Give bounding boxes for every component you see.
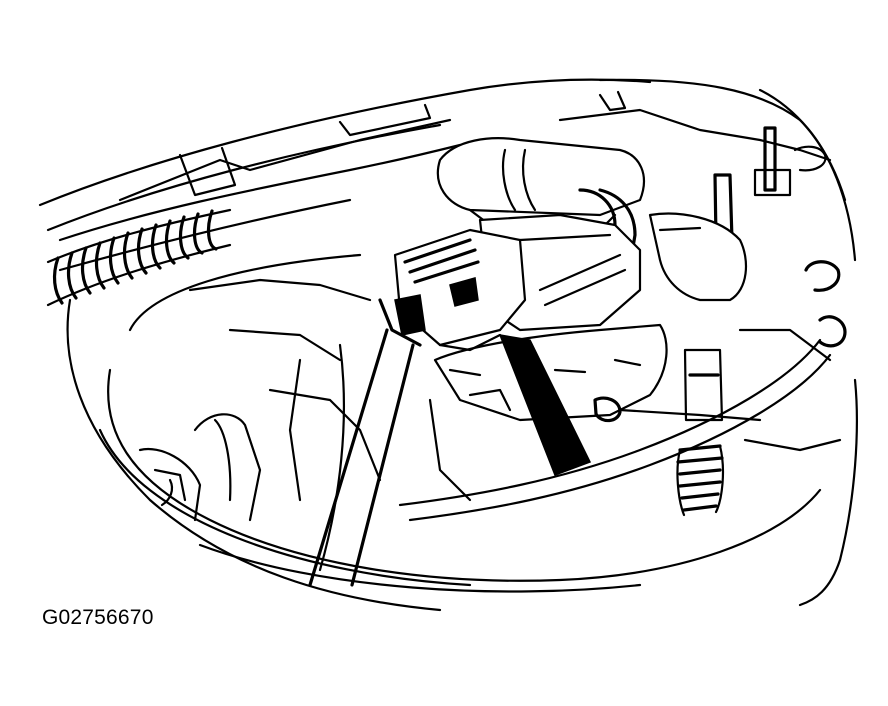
left-elbow-pipe xyxy=(138,413,262,522)
fender-outline xyxy=(38,78,858,612)
upper-hose xyxy=(58,103,462,272)
pointer-arrow xyxy=(498,334,592,476)
fuel-line xyxy=(398,338,832,522)
connector-leader-lines xyxy=(308,328,415,587)
right-bracket xyxy=(558,90,847,348)
figure-code: G02756670 xyxy=(42,606,154,629)
corrugated-hose xyxy=(46,208,232,307)
base-oval xyxy=(98,253,822,593)
intake-plate xyxy=(433,323,762,423)
sensor-connector xyxy=(378,213,642,352)
engine-detail-lines xyxy=(188,278,842,502)
coil-spring xyxy=(676,444,725,517)
